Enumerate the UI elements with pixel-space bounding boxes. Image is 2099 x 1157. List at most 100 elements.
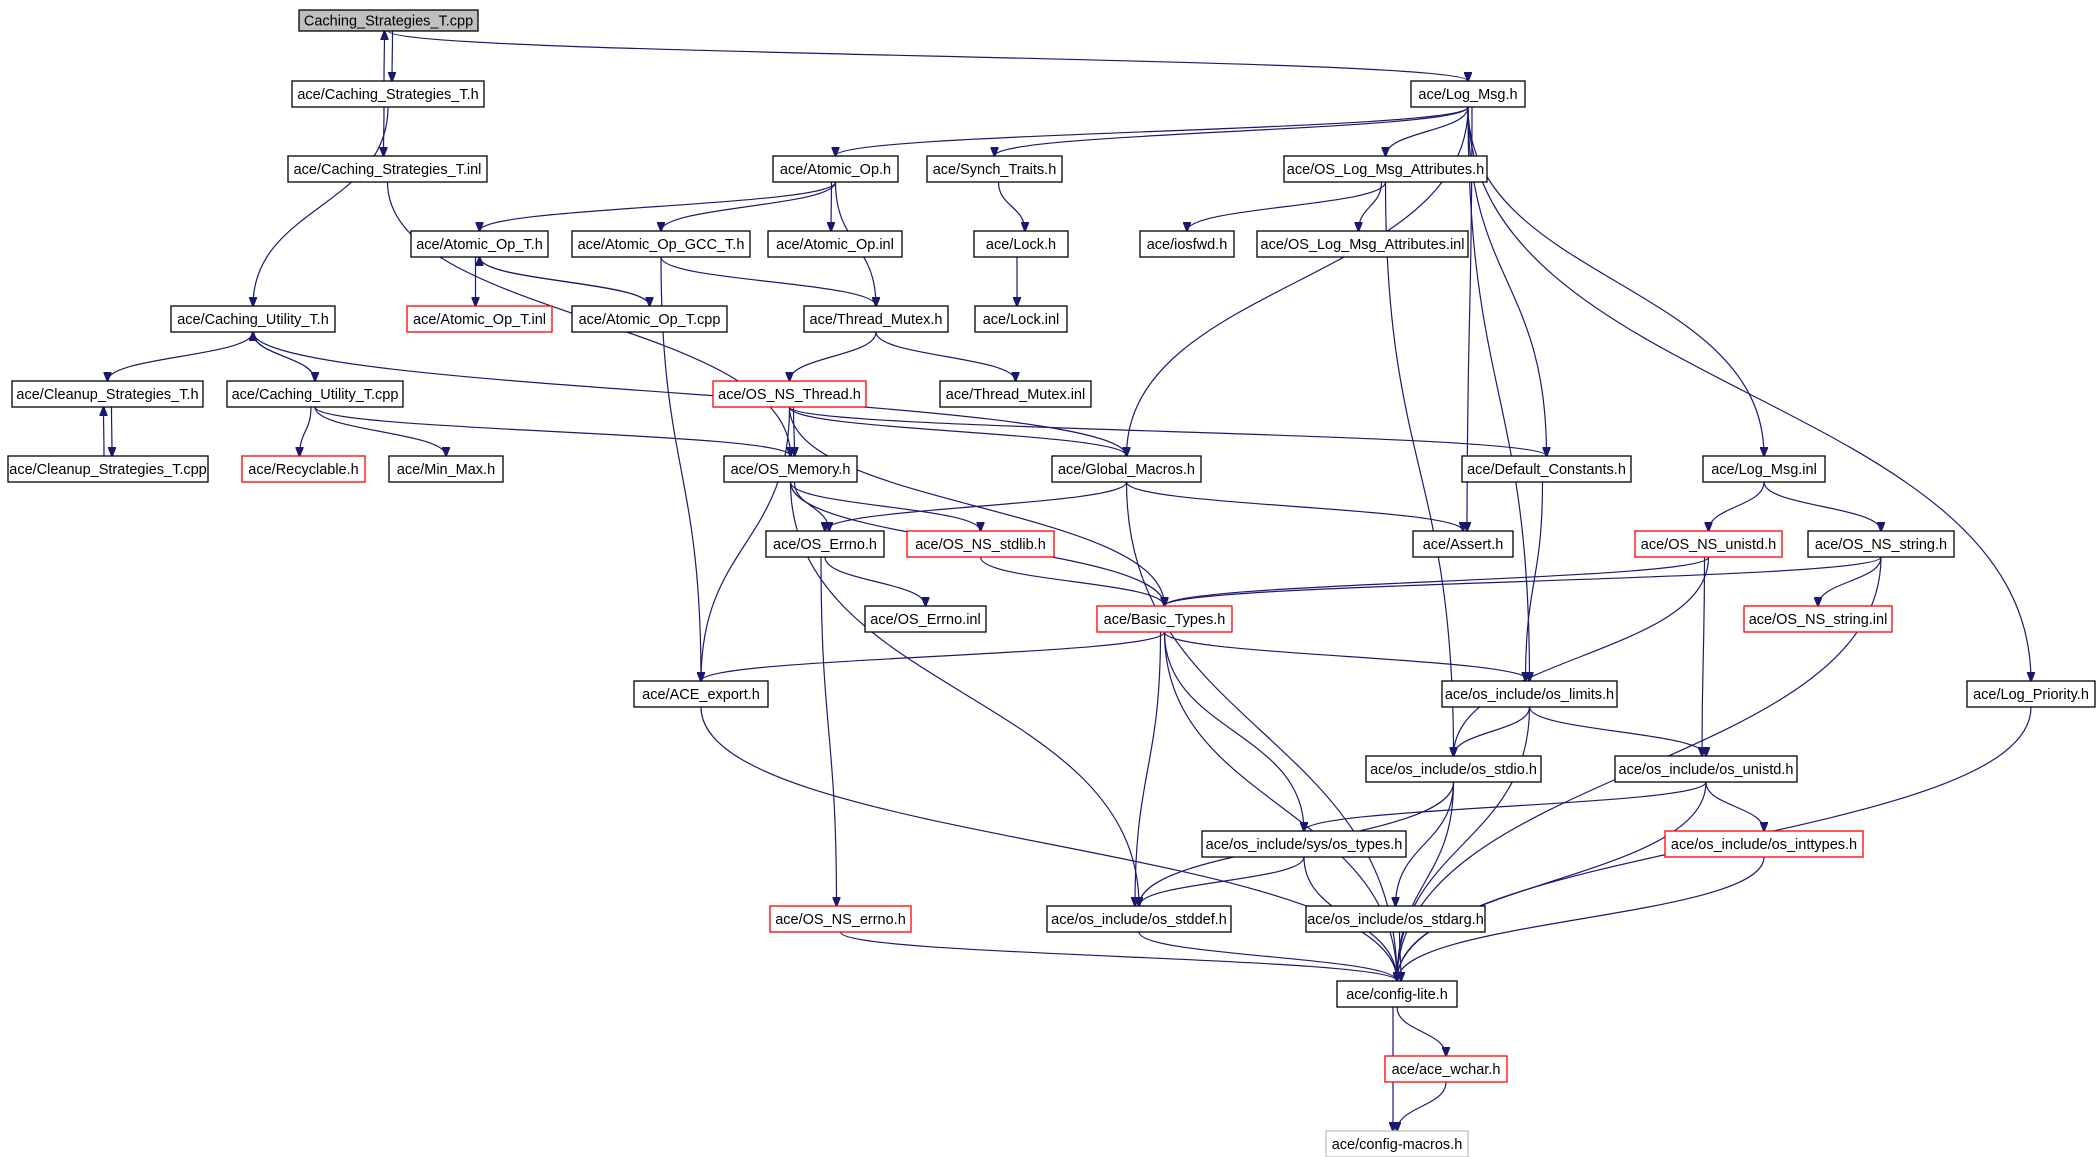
node-os-ns-string-inl[interactable]: ace/OS_NS_string.inl [1743, 605, 1893, 633]
node-thread-mutex-h[interactable]: ace/Thread_Mutex.h [803, 305, 949, 333]
edge-line [1397, 706, 1531, 981]
edge-thread_mutex_h-to-os_ns_thread_h [790, 331, 877, 381]
edge-line [824, 556, 926, 606]
node-os-ns-errno-h[interactable]: ace/OS_NS_errno.h [769, 905, 912, 933]
edge-caching_utility_t_h-to-cleanup_t_h [108, 331, 254, 381]
edge-line [480, 181, 837, 231]
node-box [1614, 755, 1798, 783]
node-lock-inl[interactable]: ace/Lock.inl [974, 305, 1068, 333]
node-label: ace/OS_NS_unistd.h [1641, 537, 1776, 553]
edge-line [253, 332, 316, 382]
node-os-inttypes-h[interactable]: ace/os_include/os_inttypes.h [1664, 830, 1864, 858]
node-atomic-op-gcc-t-h[interactable]: ace/Atomic_Op_GCC_T.h [571, 230, 751, 258]
node-logmsg-h[interactable]: ace/Log_Msg.h [1410, 80, 1526, 108]
node-box [1702, 455, 1826, 483]
node-box [1966, 680, 2096, 708]
node-os-ns-unistd-h[interactable]: ace/OS_NS_unistd.h [1634, 530, 1783, 558]
node-label: ace/config-macros.h [1332, 1137, 1463, 1153]
node-ace-wchar-h[interactable]: ace/ace_wchar.h [1384, 1055, 1508, 1083]
edge-os_unistd_h-to-os_types_h [1304, 781, 1707, 831]
edge-atomic_op_gcc_t_h-to-thread_mutex_h [660, 256, 876, 306]
node-synch-traits-h[interactable]: ace/Synch_Traits.h [926, 155, 1063, 183]
node-box [906, 530, 1055, 558]
node-os-types-h[interactable]: ace/os_include/sys/os_types.h [1201, 830, 1407, 858]
edge-line [701, 406, 791, 681]
edge-global_macros_h-to-config_lite_h [1125, 481, 1398, 981]
node-atomic-op-inl[interactable]: ace/Atomic_Op.inl [767, 230, 903, 258]
node-config-macros-h[interactable]: ace/config-macros.h [1325, 1130, 1469, 1157]
node-atomic-op-t-inl[interactable]: ace/Atomic_Op_T.inl [406, 305, 553, 333]
node-label: ace/Basic_Types.h [1104, 612, 1226, 628]
edge-line [108, 331, 254, 381]
node-lock-h[interactable]: ace/Lock.h [973, 230, 1069, 258]
edge-logmsg_inl-to-os_ns_unistd_h [1709, 481, 1765, 531]
edge-line [1709, 481, 1765, 531]
edge-line [836, 106, 1469, 156]
node-cleanup-t-cpp[interactable]: ace/Cleanup_Strategies_T.cpp [7, 455, 209, 483]
edge-atomic_op_h-to-atomic_op_t_h [480, 181, 837, 231]
node-box [571, 230, 751, 258]
node-label: ace/os_include/os_stdio.h [1370, 762, 1537, 778]
edge-cst_h-to-cst_inl [384, 106, 385, 156]
node-os-ns-stdlib-h[interactable]: ace/OS_NS_stdlib.h [906, 530, 1055, 558]
node-box [1664, 830, 1864, 858]
node-os-ns-thread-h[interactable]: ace/OS_NS_Thread.h [712, 380, 867, 408]
node-min-max-h[interactable]: ace/Min_Max.h [388, 455, 504, 483]
edge-os_stdarg_h-to-config_lite_h [1400, 931, 1402, 981]
node-config-lite-h[interactable]: ace/config-lite.h [1336, 980, 1458, 1008]
node-caching-utility-t-cpp[interactable]: ace/Caching_Utility_T.cpp [226, 380, 404, 408]
node-recyclable-h[interactable]: ace/Recyclable.h [241, 455, 366, 483]
node-assert-h[interactable]: ace/Assert.h [1412, 530, 1514, 558]
node-os-stdarg-h[interactable]: ace/os_include/os_stdarg.h [1305, 905, 1486, 933]
node-cleanup-t-h[interactable]: ace/Cleanup_Strategies_T.h [11, 380, 204, 408]
node-iosfwd-h[interactable]: ace/iosfwd.h [1139, 230, 1235, 258]
edge-logmsg_inl-to-os_ns_string_h [1763, 481, 1881, 531]
edge-line [1135, 631, 1162, 906]
node-default-constants-h[interactable]: ace/Default_Constants.h [1461, 455, 1632, 483]
node-cst-h[interactable]: ace/Caching_Strategies_T.h [291, 80, 485, 108]
edge-os_stddef_h-to-config_lite_h [1138, 931, 1397, 981]
edge-caching_utility_t_cpp-to-caching_utility_t_h [253, 332, 316, 382]
node-box [939, 380, 1092, 408]
node-os-stddef-h[interactable]: ace/os_include/os_stddef.h [1046, 905, 1232, 933]
node-os-errno-h[interactable]: ace/OS_Errno.h [765, 530, 885, 558]
node-thread-mutex-inl[interactable]: ace/Thread_Mutex.inl [939, 380, 1092, 408]
node-os-log-attr-inl[interactable]: ace/OS_Log_Msg_Attributes.inl [1256, 230, 1469, 258]
node-os-errno-inl[interactable]: ace/OS_Errno.inl [864, 605, 987, 633]
node-logmsg-inl[interactable]: ace/Log_Msg.inl [1702, 455, 1826, 483]
node-os-log-attr-h[interactable]: ace/OS_Log_Msg_Attributes.h [1283, 155, 1488, 183]
node-atomic-op-t-h[interactable]: ace/Atomic_Op_T.h [410, 230, 549, 258]
node-box [1743, 605, 1893, 633]
node-os-stdio-h[interactable]: ace/os_include/os_stdio.h [1365, 755, 1542, 783]
node-atomic-op-t-cpp[interactable]: ace/Atomic_Op_T.cpp [571, 305, 728, 333]
node-box [974, 305, 1068, 333]
node-cst-inl[interactable]: ace/Caching_Strategies_T.inl [287, 155, 488, 183]
edge-line [995, 106, 1469, 156]
node-root[interactable]: Caching_Strategies_T.cpp [298, 9, 479, 32]
node-label: ace/OS_Log_Msg_Attributes.h [1287, 162, 1484, 178]
node-box [803, 305, 949, 333]
node-box [1634, 530, 1783, 558]
edge-os_memory_h-to-os_errno_h [793, 481, 830, 531]
node-label: ace/Caching_Strategies_T.h [297, 87, 478, 103]
node-global-macros-h[interactable]: ace/Global_Macros.h [1051, 455, 1202, 483]
node-label: ace/Atomic_Op_GCC_T.h [578, 237, 745, 253]
node-label: ace/OS_NS_string.h [1815, 537, 1947, 553]
node-os-ns-string-h[interactable]: ace/OS_NS_string.h [1807, 530, 1955, 558]
node-os-memory-h[interactable]: ace/OS_Memory.h [723, 455, 858, 483]
node-log-priority-h[interactable]: ace/Log_Priority.h [1966, 680, 2096, 708]
node-label: Caching_Strategies_T.cpp [304, 14, 473, 30]
node-os-limits-h[interactable]: ace/os_include/os_limits.h [1441, 680, 1618, 708]
node-box [864, 605, 987, 633]
edge-line [1163, 631, 1305, 831]
node-label: ace/Atomic_Op_T.h [416, 237, 543, 253]
node-label: ace/Caching_Utility_T.cpp [232, 387, 399, 403]
node-box [7, 455, 209, 483]
node-box [1283, 155, 1488, 183]
node-os-unistd-h[interactable]: ace/os_include/os_unistd.h [1614, 755, 1798, 783]
dependency-edges [104, 31, 2032, 1131]
node-ace-export-h[interactable]: ace/ACE_export.h [633, 680, 769, 708]
node-atomic-op-h[interactable]: ace/Atomic_Op.h [772, 155, 899, 183]
node-caching-utility-t-h[interactable]: ace/Caching_Utility_T.h [170, 305, 336, 333]
node-basic-types-h[interactable]: ace/Basic_Types.h [1096, 605, 1233, 633]
